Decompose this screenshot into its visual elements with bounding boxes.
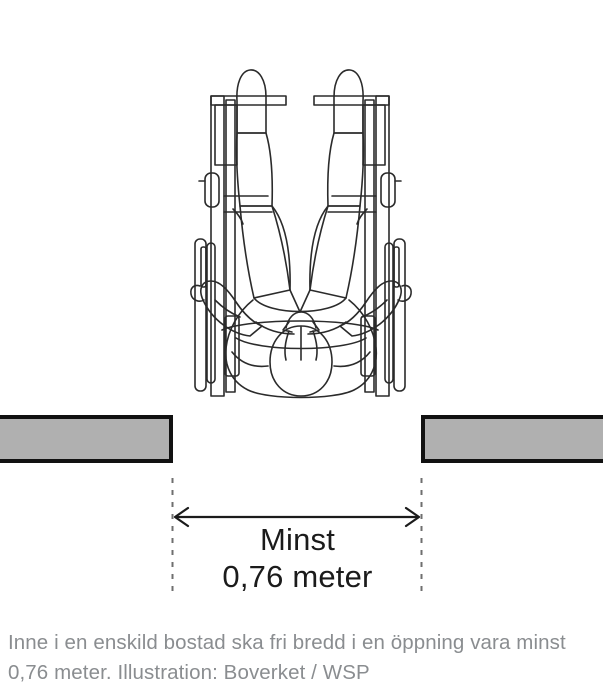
wall-block-left (0, 415, 173, 463)
dimension-annotation (171, 478, 423, 596)
dimension-arrow (173, 506, 421, 528)
wall-block-right (421, 415, 603, 463)
wheelchair-top-view-drawing (190, 69, 412, 399)
illustration-figure: Minst 0,76 meter (0, 69, 603, 596)
dimension-label: Minst 0,76 meter (222, 522, 373, 594)
figure-caption: Inne i en enskild bostad ska fri bredd i… (8, 631, 566, 684)
